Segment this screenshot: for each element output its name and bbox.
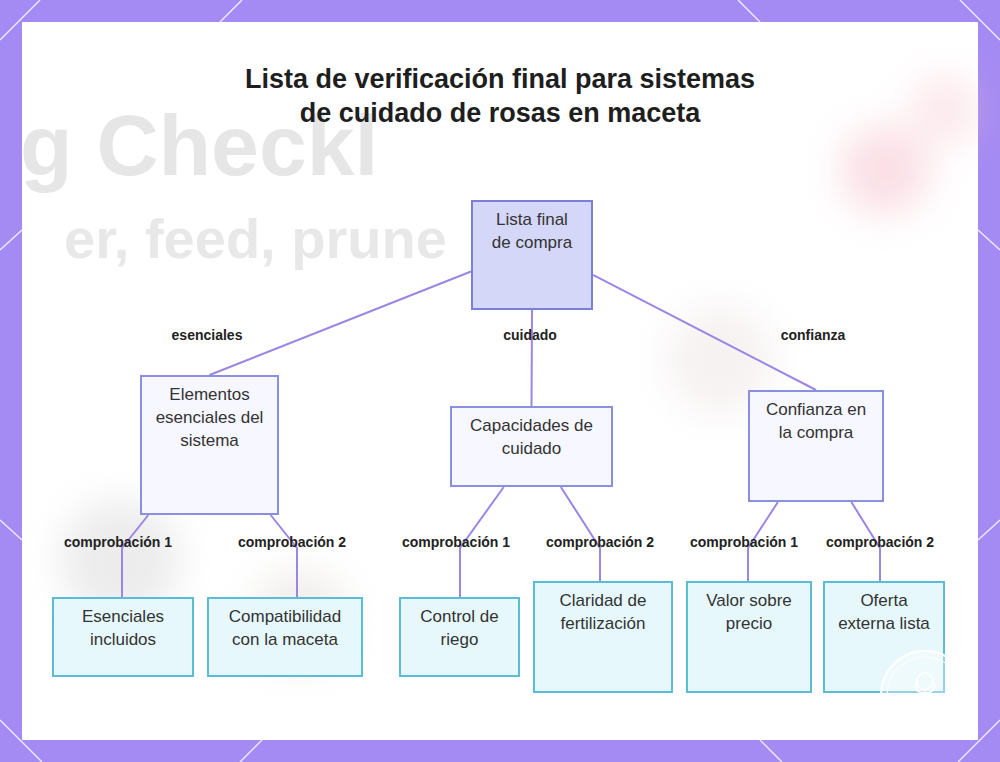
check-box: Claridad de fertilización: [533, 581, 673, 693]
edge-label: cuidado: [503, 327, 557, 343]
connector-line: [122, 515, 148, 597]
connector-line: [271, 515, 297, 597]
edge-label: comprobación 2: [238, 534, 346, 550]
edge-label: comprobación 2: [546, 534, 654, 550]
node-text: Confianza en la compra: [762, 398, 870, 444]
edge-label: comprobación 2: [826, 534, 934, 550]
node-text: Claridad de fertilización: [543, 589, 663, 635]
node-text: Control de riego: [409, 605, 510, 651]
node-text: Lista final de compra: [487, 208, 577, 254]
edge-label: confianza: [781, 327, 846, 343]
root-box: Lista final de compra: [471, 200, 593, 310]
diagram-title: Lista de verificación final para sistema…: [240, 62, 760, 130]
edge-label: comprobación 1: [64, 534, 172, 550]
node-text: Elementos esenciales del sistema: [154, 383, 265, 452]
connector-line: [531, 310, 534, 406]
check-box: Compatibilidad con la maceta: [207, 597, 363, 677]
node-text: Esenciales incluidos: [62, 605, 184, 651]
check-box: Esenciales incluidos: [52, 597, 194, 677]
node-text: Capacidades de cuidado: [464, 414, 599, 460]
node-text: Compatibilidad con la maceta: [217, 605, 353, 651]
category-box: Confianza en la compra: [748, 390, 884, 502]
node-text: Valor sobre precio: [696, 589, 802, 635]
background-watermark: er, feed, prune: [64, 206, 447, 271]
check-box: Oferta externa lista: [823, 581, 945, 693]
edge-label: esenciales: [172, 327, 243, 343]
category-box: Elementos esenciales del sistema: [140, 375, 279, 515]
edge-label: comprobación 1: [690, 534, 798, 550]
edge-label: comprobación 1: [402, 534, 510, 550]
node-text: Oferta externa lista: [833, 589, 935, 635]
category-box: Capacidades de cuidado: [450, 406, 613, 487]
connector-line: [210, 272, 472, 376]
check-box: Control de riego: [399, 597, 520, 677]
check-box: Valor sobre precio: [686, 581, 812, 693]
